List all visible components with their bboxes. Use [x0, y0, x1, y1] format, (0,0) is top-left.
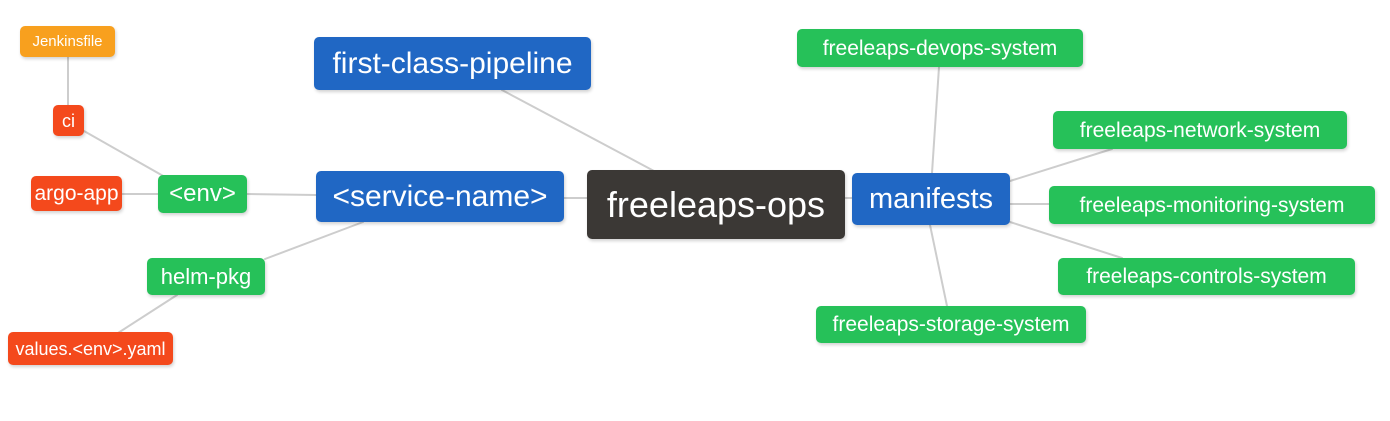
edge-ci--env	[83, 130, 166, 178]
node-manifests[interactable]: manifests	[852, 173, 1010, 225]
node-freeleaps-ops[interactable]: freeleaps-ops	[587, 170, 845, 239]
node-argo-app[interactable]: argo-app	[31, 176, 122, 211]
edge-service-name--helm-pkg	[264, 221, 364, 260]
node-jenkinsfile[interactable]: Jenkinsfile	[20, 26, 115, 57]
node-helm-pkg[interactable]: helm-pkg	[147, 258, 265, 295]
node-freeleaps-devops-system[interactable]: freeleaps-devops-system	[797, 29, 1083, 67]
edge-manifests--freeleaps-controls-system	[1009, 221, 1123, 259]
edge-first-class-pipeline--freeleaps-ops	[501, 89, 655, 172]
edge-manifests--freeleaps-storage-system	[929, 224, 948, 307]
node-service-name[interactable]: <service-name>	[316, 171, 564, 222]
edge-manifests--freeleaps-network-system	[1009, 148, 1113, 182]
node-freeleaps-monitoring-system[interactable]: freeleaps-monitoring-system	[1049, 186, 1375, 224]
node-env[interactable]: <env>	[158, 175, 247, 213]
edge-env--service-name	[246, 193, 317, 196]
edge-helm-pkg--values-env-yaml	[117, 294, 178, 334]
node-freeleaps-storage-system[interactable]: freeleaps-storage-system	[816, 306, 1086, 343]
node-freeleaps-network-system[interactable]: freeleaps-network-system	[1053, 111, 1347, 149]
node-freeleaps-controls-system[interactable]: freeleaps-controls-system	[1058, 258, 1355, 295]
edge-manifests--freeleaps-devops-system	[931, 66, 940, 174]
node-ci[interactable]: ci	[53, 105, 84, 136]
node-first-class-pipeline[interactable]: first-class-pipeline	[314, 37, 591, 90]
node-values-env-yaml[interactable]: values.<env>.yaml	[8, 332, 173, 365]
